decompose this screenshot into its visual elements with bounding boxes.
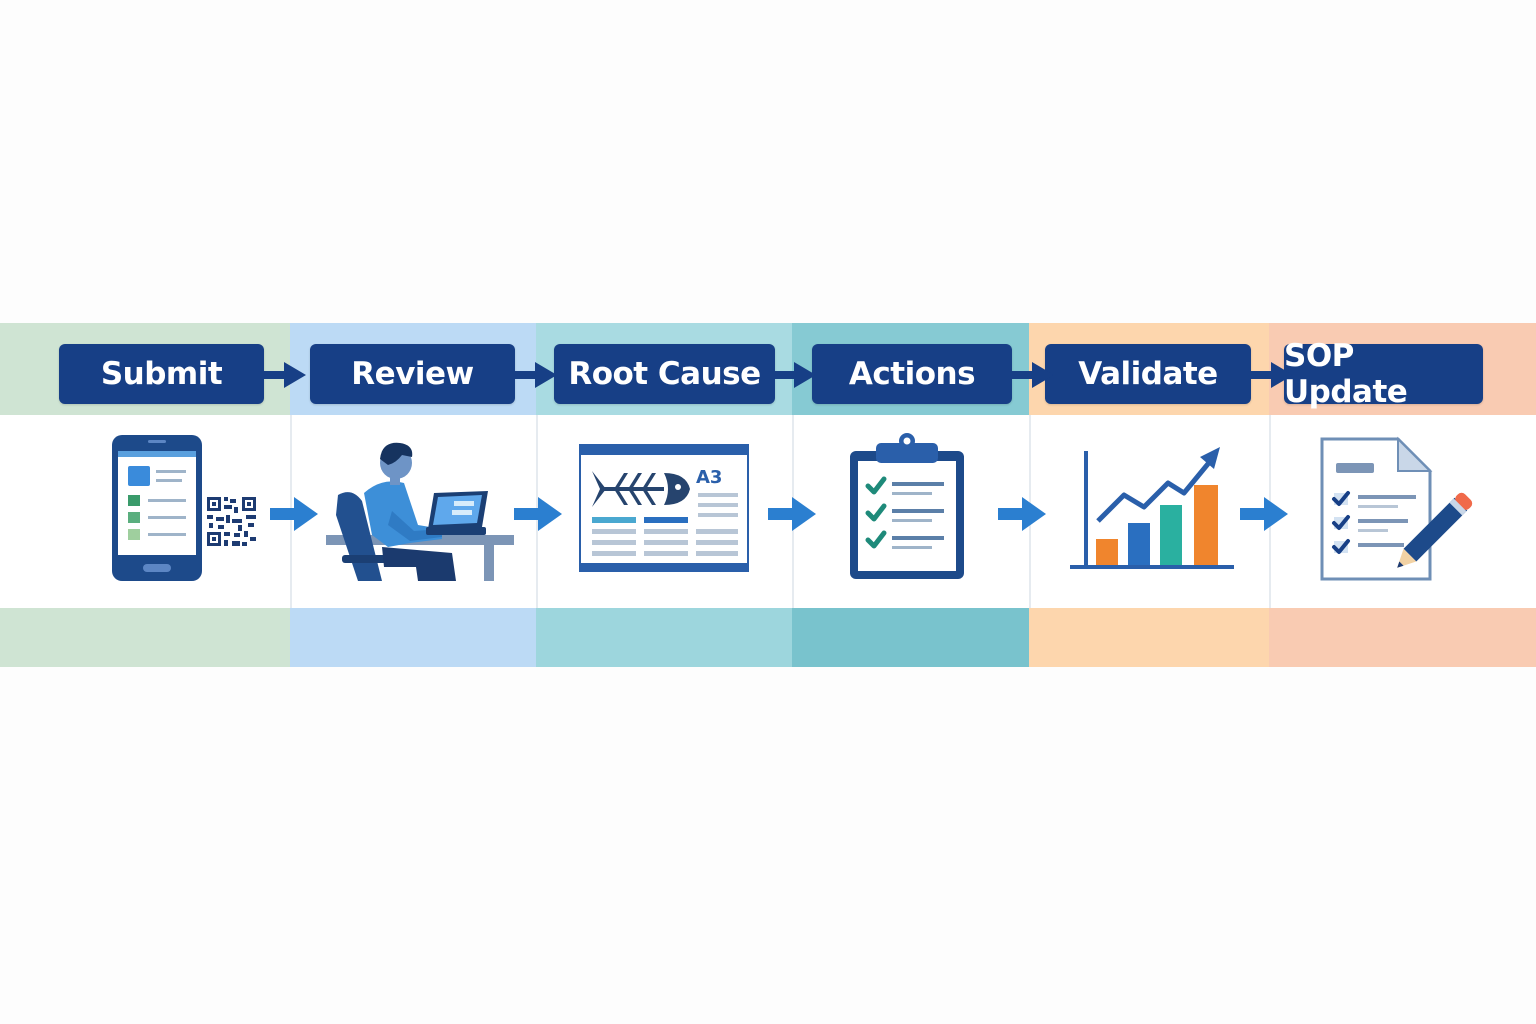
band-segment-root-cause — [536, 608, 792, 667]
clipboard-checklist-icon — [850, 433, 964, 579]
flow-arrow-icon — [1240, 497, 1288, 531]
flow-arrow-icon — [768, 497, 816, 531]
flow-arrow-icon — [998, 497, 1046, 531]
band-segment-actions — [792, 608, 1029, 667]
flow-arrow-icon — [262, 362, 306, 388]
footer-band — [0, 608, 1536, 667]
flow-arrow-icon — [1249, 362, 1293, 388]
step-label-review: Review — [310, 344, 515, 404]
a3-badge-text: A3 — [696, 467, 722, 488]
step-label-sop-update: SOP Update — [1284, 338, 1483, 410]
flow-arrow-icon — [514, 497, 562, 531]
mobile-form-qr-icon — [112, 435, 256, 581]
fishbone-a3-report-icon: A3 — [579, 444, 749, 572]
band-segment-sop-update — [1269, 608, 1536, 667]
bar-chart-trend-icon — [1070, 447, 1234, 569]
step-label-submit: Submit — [59, 344, 264, 404]
band-segment-validate — [1029, 608, 1269, 667]
step-label-root-cause: Root Cause — [554, 344, 775, 404]
flow-arrow-icon — [270, 497, 318, 531]
document-checklist-pencil-icon — [1320, 436, 1473, 581]
band-segment-review — [290, 608, 536, 667]
step-label-actions: Actions — [812, 344, 1012, 404]
process-flow-diagram: Submit Review Root Cause Actions Validat… — [0, 323, 1536, 667]
flow-arrow-icon — [772, 362, 816, 388]
step-label-validate: Validate — [1045, 344, 1251, 404]
band-segment-submit — [0, 608, 290, 667]
flow-arrow-icon — [513, 362, 557, 388]
person-at-laptop-icon — [326, 442, 514, 581]
flow-arrow-icon — [1010, 362, 1054, 388]
